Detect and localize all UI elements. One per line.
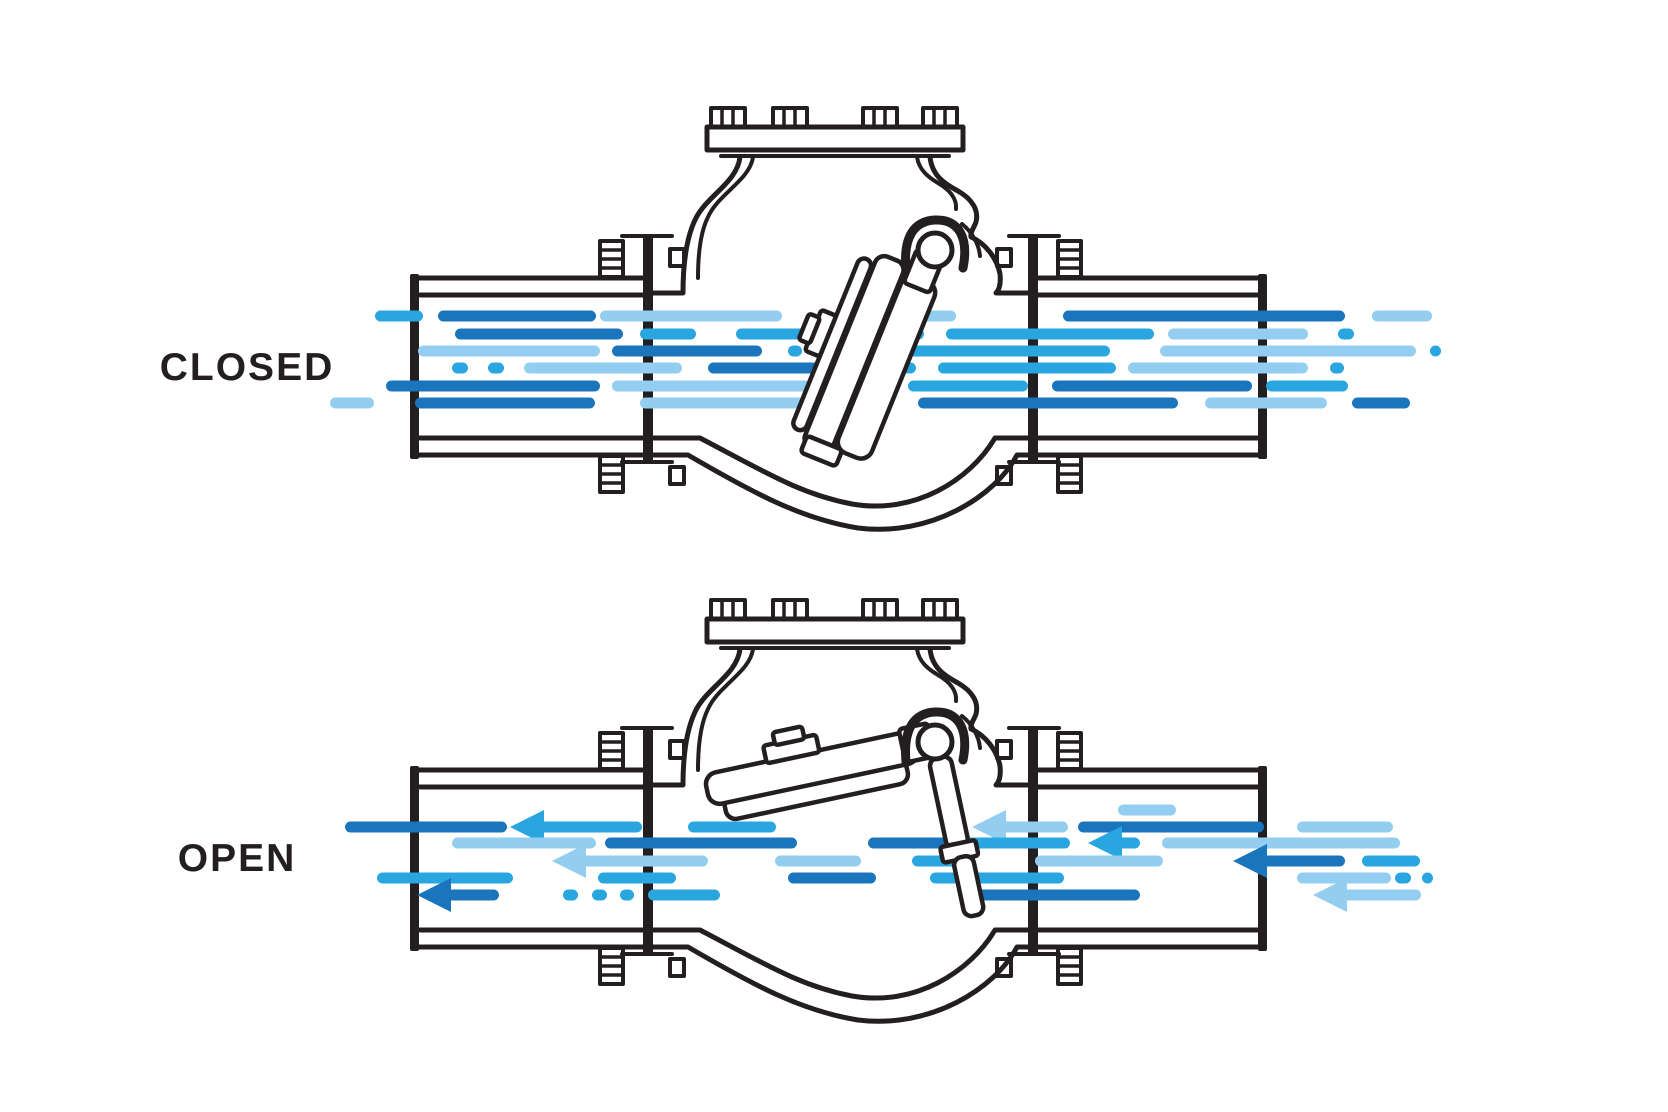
flow-dash [868,837,960,849]
flow-dash [1168,328,1308,340]
flow-dash [386,380,600,392]
flow-dash [452,362,468,374]
flow-dash [572,855,708,867]
hinge-pin [901,215,970,275]
flow-arrowhead [1233,844,1267,878]
flow-dash [775,855,861,867]
flow-dash [1108,837,1140,849]
flow-dash [1205,397,1327,409]
flow-arrowhead [417,878,451,912]
flow-dash [1160,345,1416,357]
flow-dash [612,345,762,357]
flow-dash [605,837,797,849]
label-open: OPEN [178,837,297,880]
flow-dash [962,837,1070,849]
flow-arrowhead [552,844,586,878]
flow-dash [858,345,1110,357]
body-bowl [650,435,1031,532]
flow-arrowhead [1313,878,1347,912]
flow-dash [960,889,1140,901]
flow-lines-closed [330,310,1441,409]
flow-dash [688,821,776,833]
bonnet-bolts [709,106,959,129]
flow-dash [1063,310,1345,322]
flow-dash [375,310,423,322]
flow-dash [530,821,642,833]
disc-foot [799,434,844,468]
label-closed: CLOSED [160,346,335,389]
flow-arrowhead [1088,826,1122,860]
flow-dash [1078,821,1264,833]
flow-dash [930,872,1064,884]
flow-arrowhead [510,810,544,844]
flow-dash [992,821,1068,833]
flow-dash [1035,855,1163,867]
flow-dash [1297,821,1393,833]
valve-disc-closed [791,248,944,468]
flow-dash [1395,872,1411,884]
flow-dash [598,872,676,884]
flow-dash [330,397,374,409]
flow-lines-open [345,804,1433,912]
flow-dash [938,362,1116,374]
flow-arrowhead [972,810,1006,844]
flow-dash [1118,804,1176,816]
flow-dash [1333,889,1421,901]
flow-dash [592,889,607,901]
flow-dash [345,821,507,833]
flow-dash [438,310,596,322]
flow-dash [918,397,1178,409]
flow-dash [1362,855,1420,867]
flow-dash [418,345,600,357]
flow-dash [788,872,876,884]
flow-dash [1253,855,1345,867]
flow-dash [1430,345,1441,357]
flow-dash [377,872,513,884]
flow-dash [788,345,802,357]
flow-dash [620,889,634,901]
flow-dash [1128,362,1308,374]
flow-dash [437,889,499,901]
flow-dash [1338,328,1354,340]
flow-dash [1422,872,1433,884]
flow-dash [1297,872,1391,884]
flow-dash [1372,310,1432,322]
flow-dash [648,889,720,901]
flow-dash [1052,380,1252,392]
flow-dash [563,889,578,901]
flow-dash [1162,837,1400,849]
flow-dash [455,328,623,340]
flow-dash [524,362,682,374]
flow-dash [1352,397,1410,409]
flow-dash [452,837,596,849]
flow-dash [1266,380,1348,392]
flow-dash [1330,362,1344,374]
flow-dash [488,362,504,374]
hinge-arm [927,754,970,851]
flow-dash [946,328,1154,340]
flow-dash [415,397,595,409]
flow-dash [600,310,782,322]
flow-dash [640,328,696,340]
bonnet-flange [704,106,966,158]
flow-dash [908,380,1028,392]
bonnet-neck [650,154,1031,296]
